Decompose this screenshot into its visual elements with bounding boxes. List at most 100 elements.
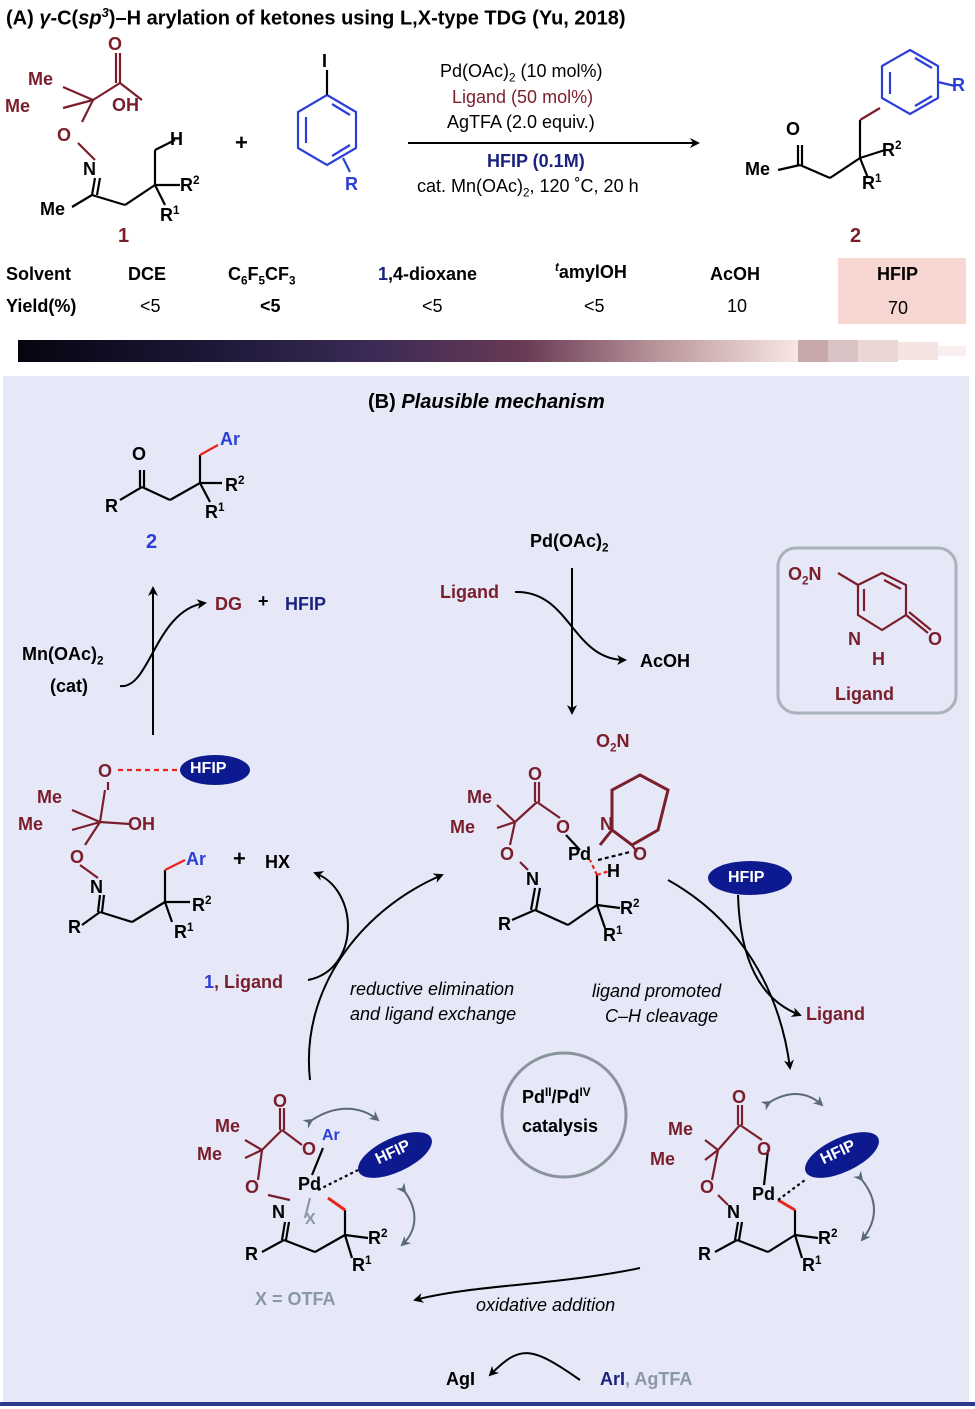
yield-header: Yield(%) [6, 296, 77, 316]
pdiv-r: R [245, 1244, 258, 1264]
pd-iv-top-exchange [302, 1107, 380, 1129]
label-r-2: R [952, 75, 965, 95]
mech-label-r1-top: R1 [205, 501, 225, 522]
pdiv-r2: R2 [368, 1227, 388, 1248]
solvent-dce: DCE [128, 264, 167, 284]
yield-acoh: 10 [727, 296, 748, 316]
hfip-ellipse-palladacycle [805, 1132, 879, 1178]
hfip-ellipse-top-right [708, 861, 792, 895]
mech-product-2 [119, 444, 222, 503]
label-r1-2: R1 [862, 172, 882, 193]
release-curve [119, 599, 207, 688]
complex-o-top: O [528, 764, 543, 784]
mn-label: Mn(OAc)2 [22, 644, 104, 668]
yield-dce: <5 [140, 296, 161, 316]
dg-n: N [90, 877, 103, 897]
solvent-amyloh: tamylOH [555, 261, 627, 282]
pdiv-me-a: Me [215, 1116, 241, 1136]
hx-plus: + [233, 846, 246, 871]
pdiv-o-n: O [245, 1177, 260, 1197]
pdiv-pd: Pd [298, 1174, 322, 1194]
label-me-1b: Me [5, 96, 31, 116]
bottom-rule [0, 1402, 975, 1406]
pdc-o-n: O [700, 1177, 715, 1197]
complex-pd: Pd [568, 844, 592, 864]
solvent-hfip: HFIP [877, 264, 919, 284]
mech-label-r2-top: R2 [225, 474, 245, 495]
pd-oac2-label: Pd(OAc)2 [530, 531, 609, 555]
pdc-o-top: O [732, 1087, 747, 1107]
dg-oh: OH [128, 814, 155, 834]
panel-b-title: (B) Plausible mechanism [368, 391, 605, 413]
yield-c6f5cf3: <5 [260, 296, 281, 316]
label-r1-1: R1 [160, 204, 180, 225]
label-h-1: H [170, 129, 183, 149]
mech-label-ar-top: Ar [220, 429, 241, 449]
label-me-1a: Me [28, 69, 54, 89]
label-r2-2: R2 [882, 139, 902, 160]
catalysis-line-1: PdII/PdIV [522, 1086, 591, 1107]
dg-r: R [68, 917, 81, 937]
x-otfa-label: X = OTFA [255, 1289, 336, 1309]
solvent-c6f5cf3: C6F5CF3 [228, 264, 296, 288]
panel-a-title: (A) γ-C(sp3)–H arylation of ketones usin… [6, 5, 626, 30]
dg-plus: + [258, 591, 269, 611]
complex-r2: R2 [620, 897, 640, 918]
label-o-1a: O [108, 34, 123, 54]
dg-label: DG [215, 594, 242, 614]
mech-label-r: R [105, 496, 118, 516]
cond-agtfa: AgTFA (2.0 equiv.) [447, 112, 595, 132]
label-oh-1: OH [112, 95, 139, 115]
reductive-elimination-arrow [307, 873, 444, 1081]
dg-ar: Ar [186, 849, 207, 869]
oxidative-addition-arrow [413, 1267, 641, 1303]
label-o-2: O [786, 119, 801, 139]
pdiv-me-b: Me [197, 1144, 223, 1164]
hfip-in-curve [737, 894, 802, 1017]
solvent-gradient-bar [18, 340, 966, 362]
hx-label: HX [265, 852, 291, 872]
pdiv-ar: Ar [322, 1127, 340, 1144]
compound-1-structure [62, 53, 180, 208]
compound-1-label: 1 [118, 225, 130, 247]
ligand-no2: O2N [788, 564, 822, 588]
iodoarene-structure [296, 70, 358, 173]
label-n-1: N [83, 159, 96, 179]
complex-no2: O2N [596, 731, 630, 755]
pdc-r2: R2 [818, 1227, 838, 1248]
complex-r: R [498, 914, 511, 934]
hfip-ellipse-pd-iv [358, 1132, 432, 1178]
pd-ii-complex [496, 773, 670, 929]
pdc-r1: R1 [802, 1254, 822, 1275]
agi-curve [488, 1352, 581, 1381]
complex-n-lig: N [600, 814, 613, 834]
hfip-highlight-box [838, 258, 966, 324]
complex-o-n: O [500, 844, 515, 864]
solvent-dioxane: 1,4-dioxane [378, 264, 478, 284]
hfip-released-label: HFIP [285, 594, 327, 614]
ligand-structure [837, 571, 932, 634]
re-label-2: and ligand exchange [350, 1004, 517, 1024]
compound-2-label: 2 [850, 225, 862, 247]
cond-pd: Pd(OAc)2 (10 mol%) [440, 61, 603, 85]
re-label-1: reductive elimination [350, 979, 515, 999]
hfip-ellipse-left-text: HFIP [190, 760, 227, 777]
pdiv-o-top: O [273, 1091, 288, 1111]
mech-product-2-label: 2 [146, 531, 158, 553]
ligand-h: H [872, 649, 885, 669]
solvent-acoh: AcOH [710, 264, 761, 284]
ligand-o: O [928, 629, 943, 649]
ligand-box [776, 546, 958, 715]
complex-h: H [607, 861, 620, 881]
pdiv-o-pd: O [302, 1139, 317, 1159]
acoh-curve [514, 590, 627, 665]
lp-label-2: C–H cleavage [605, 1006, 719, 1026]
ligand-n: N [848, 629, 861, 649]
label-me-2: Me [745, 159, 771, 179]
palladacycle-side-exchange [853, 1170, 875, 1242]
pdc-me-a: Me [668, 1119, 694, 1139]
ari-agtfa-label: ArI, AgTFA [600, 1369, 693, 1389]
complex-me-b: Me [450, 817, 476, 837]
plus-sign: + [235, 130, 248, 155]
